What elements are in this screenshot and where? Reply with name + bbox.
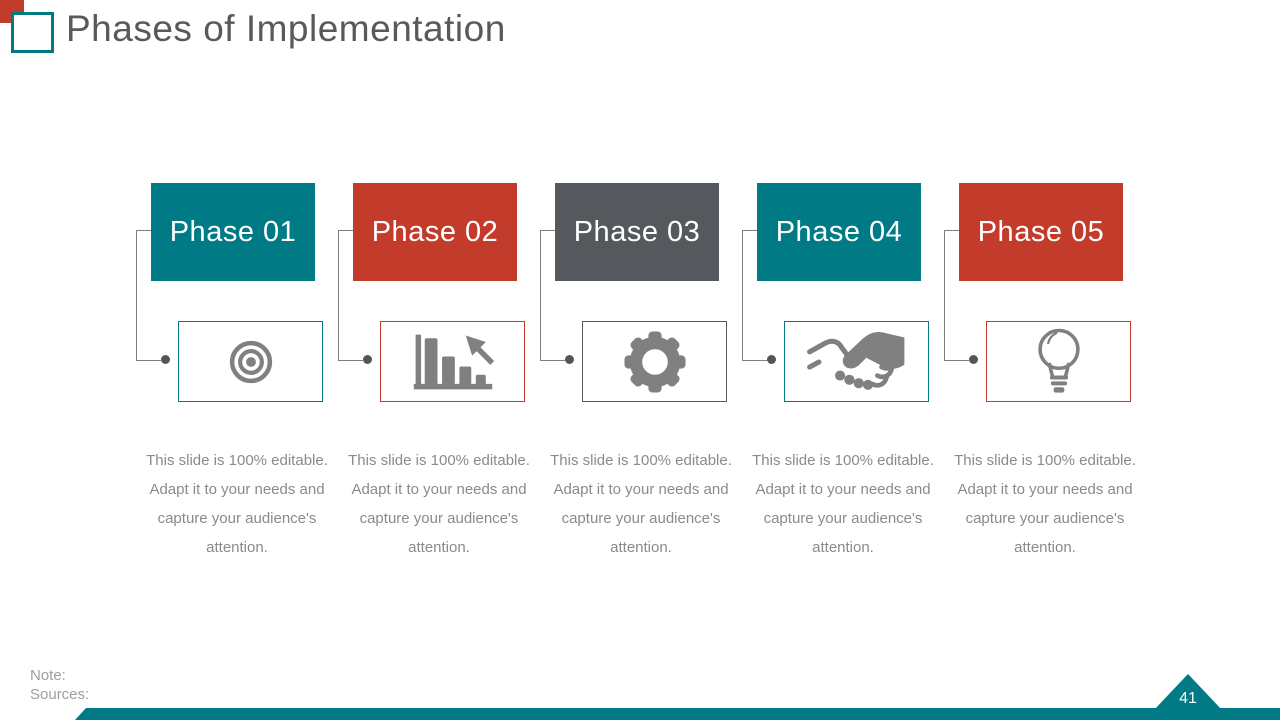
- connector-line: [338, 230, 339, 360]
- description-line: This slide is 100% editable.: [146, 452, 328, 469]
- description-line: attention.: [206, 539, 268, 556]
- connector-dot: [363, 355, 372, 364]
- footnote-area: Note: Sources:: [30, 666, 89, 704]
- description-line: This slide is 100% editable.: [954, 452, 1136, 469]
- note-label: Note:: [30, 667, 66, 684]
- description-line: capture your audience's: [359, 510, 519, 527]
- page-number-triangle: [1154, 674, 1222, 710]
- connector-line: [944, 230, 945, 360]
- phase-description: This slide is 100% editable. Adapt it to…: [337, 446, 541, 562]
- sources-label: Sources:: [30, 686, 90, 703]
- description-line: capture your audience's: [965, 510, 1125, 527]
- page-title: Phases of Implementation: [66, 8, 506, 49]
- phase-description: This slide is 100% editable. Adapt it to…: [539, 446, 743, 562]
- title-marker-teal-square: [11, 12, 54, 53]
- description-line: capture your audience's: [561, 510, 721, 527]
- icon-box-5: [986, 321, 1131, 402]
- phase-description: This slide is 100% editable. Adapt it to…: [943, 446, 1147, 562]
- phase-box-5: Phase 05: [959, 183, 1123, 281]
- connector-line: [742, 360, 767, 361]
- connector-line: [540, 360, 565, 361]
- bar-chart-arrow-icon: [413, 334, 494, 389]
- icon-box-2: [380, 321, 525, 402]
- phase-description: This slide is 100% editable. Adapt it to…: [741, 446, 945, 562]
- icon-box-4: [784, 321, 929, 402]
- connector-line: [944, 360, 969, 361]
- description-line: Adapt it to your needs and: [553, 481, 729, 498]
- connector-line: [338, 230, 353, 231]
- description-line: attention.: [812, 539, 874, 556]
- phase-label: Phase 01: [169, 215, 297, 248]
- connector-line: [540, 230, 555, 231]
- phase-box-3: Phase 03: [555, 183, 719, 281]
- connector-dot: [565, 355, 574, 364]
- connector-line: [742, 230, 757, 231]
- description-line: This slide is 100% editable.: [348, 452, 530, 469]
- description-line: Adapt it to your needs and: [755, 481, 931, 498]
- description-line: This slide is 100% editable.: [550, 452, 732, 469]
- connector-line: [136, 360, 161, 361]
- connector-line: [540, 230, 541, 360]
- description-line: Adapt it to your needs and: [957, 481, 1133, 498]
- connector-line: [136, 230, 151, 231]
- handshake-icon: [806, 331, 904, 390]
- icon-box-3: [582, 321, 727, 402]
- footer-ribbon: [75, 674, 1280, 720]
- phase-box-1: Phase 01: [151, 183, 315, 281]
- phase-description: This slide is 100% editable. Adapt it to…: [135, 446, 339, 562]
- lightbulb-icon: [1037, 328, 1080, 393]
- connector-line: [944, 230, 959, 231]
- gear-icon: [623, 330, 686, 393]
- description-line: Adapt it to your needs and: [351, 481, 527, 498]
- description-line: attention.: [1014, 539, 1076, 556]
- target-icon: [229, 340, 272, 383]
- phase-label: Phase 05: [977, 215, 1105, 248]
- footer-bar: [75, 708, 1280, 720]
- connector-dot: [969, 355, 978, 364]
- description-line: attention.: [610, 539, 672, 556]
- description-line: capture your audience's: [157, 510, 317, 527]
- phase-label: Phase 03: [573, 215, 701, 248]
- description-line: capture your audience's: [763, 510, 923, 527]
- connector-line: [136, 230, 137, 360]
- phase-box-2: Phase 02: [353, 183, 517, 281]
- connector-line: [742, 230, 743, 360]
- icon-box-1: [178, 321, 323, 402]
- description-line: attention.: [408, 539, 470, 556]
- connector-dot: [161, 355, 170, 364]
- page-number: 41: [1179, 690, 1197, 707]
- phase-label: Phase 04: [775, 215, 903, 248]
- phase-box-4: Phase 04: [757, 183, 921, 281]
- description-line: Adapt it to your needs and: [149, 481, 325, 498]
- connector-line: [338, 360, 363, 361]
- connector-dot: [767, 355, 776, 364]
- phase-label: Phase 02: [371, 215, 499, 248]
- description-line: This slide is 100% editable.: [752, 452, 934, 469]
